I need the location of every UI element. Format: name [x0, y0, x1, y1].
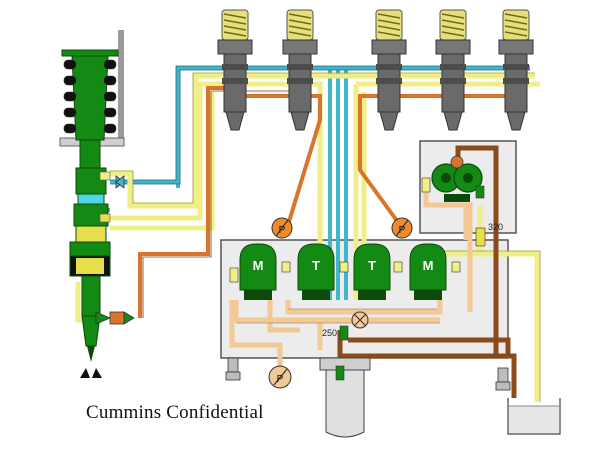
- injector-spring: [63, 59, 117, 134]
- pump-letter: P: [279, 225, 286, 236]
- metering-letter: M: [253, 258, 264, 273]
- pressure-pump-left: P: [271, 217, 293, 239]
- tan-internal-lines: [229, 192, 473, 368]
- injector-4: [435, 9, 471, 131]
- gear-pump: [421, 155, 485, 202]
- metering-actuator-left: M: [239, 243, 277, 300]
- timing-actuator-left: T: [297, 243, 335, 300]
- shutoff-valve: [351, 311, 369, 329]
- check-valve-icons: [95, 175, 135, 325]
- pressure-pump-bottom: P: [268, 365, 292, 389]
- housing-connectors: [225, 357, 511, 391]
- confidential-caption: Cummins Confidential: [86, 402, 264, 423]
- top-injectors: [217, 9, 534, 131]
- timing-letter: T: [312, 258, 320, 273]
- timing-actuator-right: T: [353, 243, 391, 300]
- spray-tip-icon: [80, 368, 102, 378]
- pressure-pump-right: P: [391, 217, 413, 239]
- pump-letter: P: [277, 374, 284, 385]
- timing-letter: T: [368, 258, 376, 273]
- metering-actuator-right: M: [409, 243, 447, 300]
- fuel-filter: [319, 357, 371, 438]
- injector-5: [498, 9, 534, 131]
- injector-3: [371, 9, 407, 131]
- injector-2: [282, 9, 318, 131]
- pressure-label-320: 320: [488, 222, 503, 232]
- pressure-label-250: 250: [322, 328, 337, 338]
- main-injector: [61, 49, 119, 378]
- pump-letter: P: [399, 225, 406, 236]
- relief-valve: [475, 227, 486, 247]
- valve-nubs: [229, 261, 461, 283]
- metering-letter: M: [423, 258, 434, 273]
- pressure-valve-250: [339, 325, 349, 341]
- fuel-tank: [507, 398, 561, 435]
- injector-1: [217, 9, 253, 131]
